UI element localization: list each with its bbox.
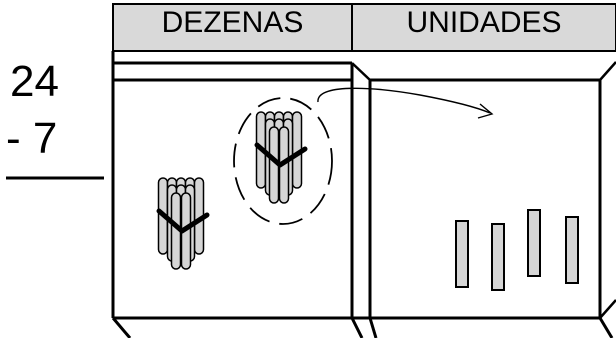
single-stick-icon — [491, 223, 505, 291]
header-background — [112, 3, 616, 52]
dashed-ellipse-icon — [233, 97, 333, 225]
bundle-of-ten-sticks-icon — [254, 111, 308, 204]
bundle-of-ten-sticks-icon — [156, 177, 210, 270]
header-tens: DEZENAS — [161, 6, 304, 39]
place-value-box — [111, 51, 616, 338]
single-stick-icon — [455, 220, 469, 288]
single-stick-icon — [565, 216, 579, 284]
header-units: UNIDADES — [406, 6, 562, 39]
subtrahend: - 7 — [6, 114, 58, 163]
single-stick-icon — [527, 209, 541, 277]
curved-arrow-icon — [317, 87, 494, 119]
minuend: 24 — [10, 57, 59, 106]
